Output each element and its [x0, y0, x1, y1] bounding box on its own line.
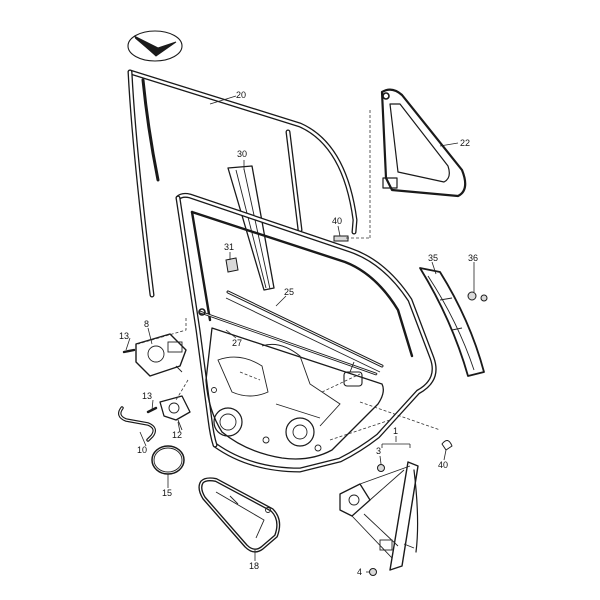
inner-sill-seal — [198, 308, 378, 376]
callout-22: 22 — [460, 138, 470, 148]
callout-20: 20 — [236, 90, 246, 100]
direction-arrow-icon — [127, 30, 183, 62]
callout-10: 10 — [137, 445, 147, 455]
callout-36: 36 — [468, 253, 478, 263]
window-crank — [118, 406, 156, 442]
pillar-trim — [419, 267, 485, 377]
callout-13-lower: 13 — [142, 391, 152, 401]
window-sill-seal — [225, 290, 384, 373]
screw-4 — [369, 568, 377, 576]
screw-13-upper — [122, 348, 136, 354]
quarter-window-frame — [380, 88, 467, 198]
window-guide-rail — [227, 165, 275, 291]
screw-3 — [377, 464, 385, 472]
callout-13-upper: 13 — [119, 331, 129, 341]
cover-disc — [151, 445, 185, 475]
fastener-36 — [467, 291, 488, 302]
callout-31: 31 — [224, 242, 234, 252]
callout-8: 8 — [144, 319, 149, 329]
callout-15: 15 — [162, 488, 172, 498]
callout-12: 12 — [172, 430, 182, 440]
callout-30: 30 — [237, 149, 247, 159]
membrane-seal — [198, 477, 281, 553]
clip-31 — [225, 257, 239, 273]
callout-4: 4 — [357, 567, 362, 577]
window-motor — [135, 333, 187, 377]
callout-35: 35 — [428, 253, 438, 263]
clip-40 — [333, 235, 349, 242]
inner-door-panel — [205, 327, 384, 460]
callout-labels: 20 22 30 40 31 25 27 35 36 8 13 13 12 10… — [119, 90, 478, 577]
callout-18: 18 — [249, 561, 259, 571]
window-regulator — [339, 461, 419, 571]
callout-25: 25 — [284, 287, 294, 297]
door-frame — [175, 192, 437, 473]
callout-27: 27 — [232, 338, 242, 348]
callout-40-lower: 40 — [438, 460, 448, 470]
leader-lines — [125, 95, 475, 573]
callout-40-upper: 40 — [332, 216, 342, 226]
assembly-lines — [137, 110, 441, 441]
regulator-gear — [159, 395, 191, 431]
callout-1: 1 — [393, 426, 398, 436]
window-seal-outer — [127, 69, 358, 298]
callout-3: 3 — [376, 446, 381, 456]
plug-40 — [441, 440, 453, 451]
